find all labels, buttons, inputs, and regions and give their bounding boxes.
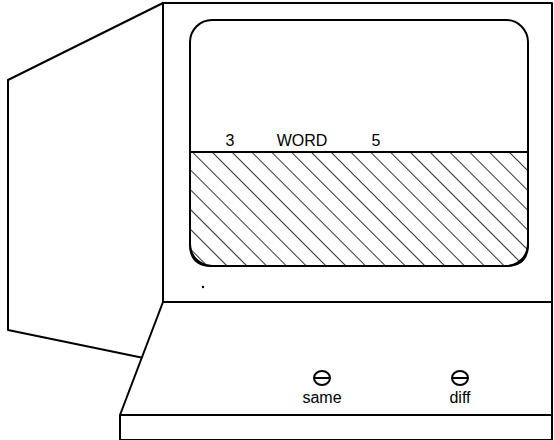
button-line: [314, 377, 330, 379]
stimulus-number: 3: [226, 133, 235, 149]
screen: [190, 20, 528, 266]
hatched-area: [190, 152, 528, 266]
same-button: [314, 371, 330, 385]
button-label: diff: [449, 390, 470, 406]
monitor-side: [8, 3, 163, 362]
monitor-front: [163, 3, 552, 302]
dot: [202, 286, 204, 288]
console-front: [120, 415, 552, 440]
console-top: [120, 302, 552, 415]
button-line: [452, 377, 468, 379]
button-label: same: [302, 390, 341, 406]
stimulus-number: 5: [372, 133, 381, 149]
stimulus-word: WORD: [277, 133, 328, 149]
diff-button: [452, 371, 468, 385]
